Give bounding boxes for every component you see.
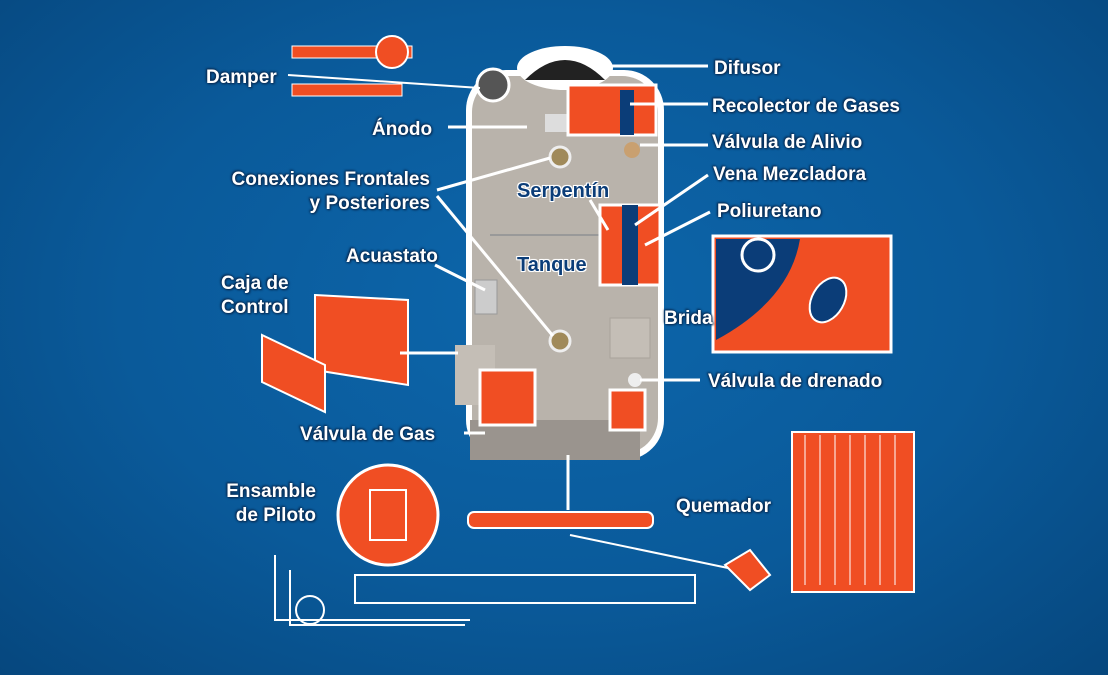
label-serpentin: Serpentín	[517, 180, 610, 202]
label-acuastato: Acuastato	[346, 246, 438, 267]
label-valvula-alivio: Válvula de Alivio	[712, 132, 863, 153]
label-anodo: Ánodo	[372, 119, 433, 140]
label-caja-1: Caja de	[221, 273, 289, 294]
label-quemador: Quemador	[676, 496, 772, 517]
label-valvula-gas: Válvula de Gas	[300, 424, 436, 445]
pilot-assembly	[274, 463, 696, 626]
control-box	[261, 293, 458, 414]
label-brida: Brida	[664, 308, 713, 329]
label-valvula-drenado: Válvula de drenado	[708, 371, 883, 392]
label-conexiones-2: y Posteriores	[309, 193, 430, 214]
label-ensamble-2: de Piloto	[235, 505, 316, 526]
label-damper: Damper	[206, 67, 277, 88]
label-poliuretano: Poliuretano	[717, 201, 822, 222]
label-vena-mezcladora: Vena Mezcladora	[713, 164, 867, 185]
label-conexiones-1: Conexiones Frontales	[231, 169, 431, 190]
brida-inset	[711, 234, 893, 354]
damper-parts	[287, 35, 481, 97]
label-caja-2: Control	[221, 297, 289, 318]
burner	[467, 431, 915, 593]
label-tanque: Tanque	[517, 254, 587, 276]
label-ensamble-1: Ensamble	[226, 481, 316, 502]
leader-lines	[434, 64, 711, 435]
label-difusor: Difusor	[714, 58, 781, 79]
cutaways	[478, 83, 662, 432]
label-recolector-gases: Recolector de Gases	[712, 96, 900, 117]
